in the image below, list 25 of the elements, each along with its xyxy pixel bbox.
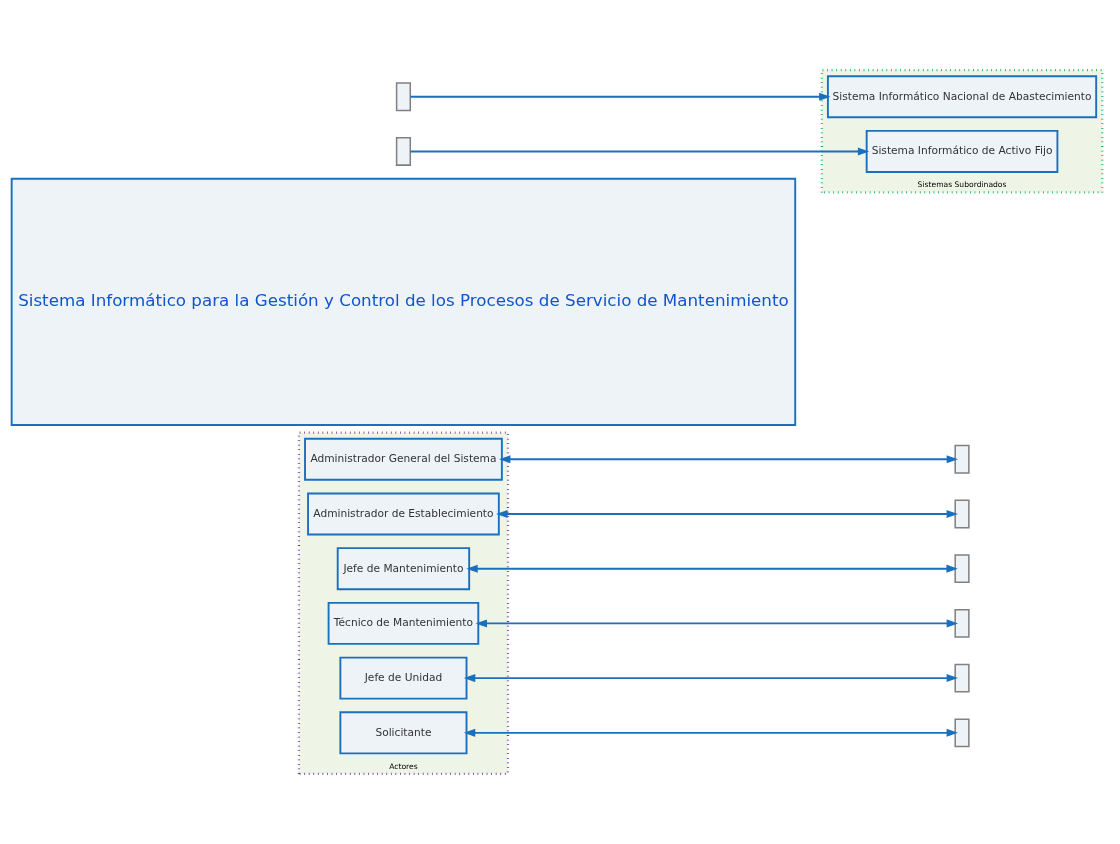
node-box: Sistema Informático Nacional de Abastecimiento — [826, 75, 1098, 119]
arrow — [499, 455, 959, 464]
node-box — [954, 663, 970, 693]
node-box — [954, 499, 970, 529]
node-box: Sistema Informático para la Gestión y Control de los Procesos de Servicio de Mantenimiento — [10, 177, 797, 426]
node-box: Técnico de Mantenimiento — [327, 601, 480, 645]
node-box: Administrador de Establecimiento — [307, 492, 500, 536]
arrow — [475, 619, 959, 628]
arrow — [463, 674, 959, 683]
node-box — [395, 82, 412, 112]
node-box — [395, 137, 412, 166]
node-box: Solicitante — [339, 711, 468, 755]
arrow — [409, 147, 870, 156]
node-box — [954, 554, 970, 584]
arrow — [466, 564, 958, 573]
node-box — [954, 608, 970, 638]
arrow — [496, 509, 958, 518]
node-box — [954, 444, 970, 474]
arrow — [463, 728, 959, 737]
node-box — [954, 718, 970, 748]
node-box: Jefe de Unidad — [339, 656, 468, 700]
node-box: Sistema Informático de Activo Fijo — [865, 129, 1059, 173]
arrow — [409, 92, 831, 101]
node-box: Administrador General del Sistema — [304, 437, 503, 481]
node-box: Jefe de Mantenimiento — [336, 547, 471, 591]
